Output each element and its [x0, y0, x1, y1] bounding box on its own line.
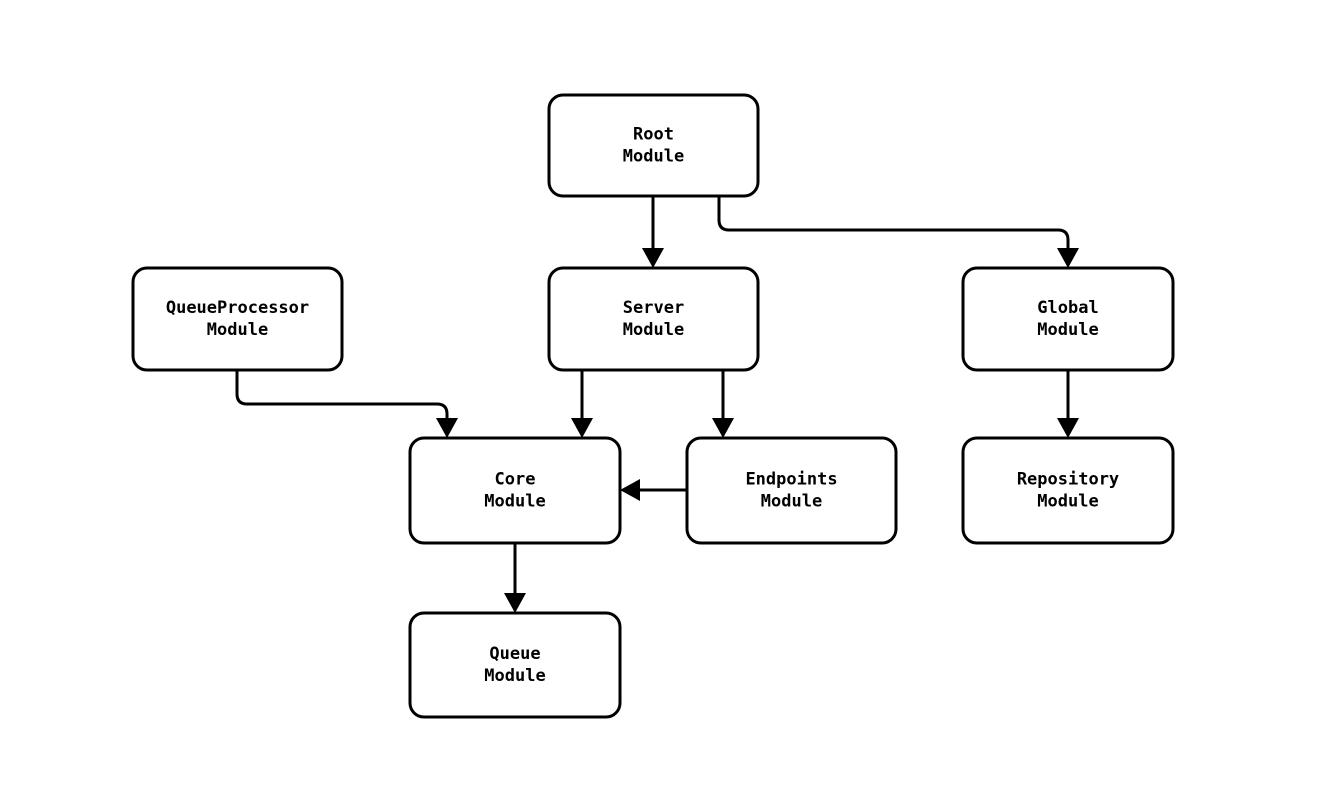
node-repository-module-label-line2: Module [1037, 492, 1098, 512]
node-server-module-box[interactable] [547, 266, 760, 372]
node-core-module[interactable]: Core Module [408, 436, 622, 545]
edges-layer [235, 196, 1070, 599]
node-core-module-label-line1: Core [495, 470, 536, 490]
node-queue-module-label-line1: Queue [489, 644, 540, 664]
node-root-module-box[interactable] [547, 93, 760, 198]
node-core-module-label-line2: Module [484, 492, 545, 512]
node-endpoints-module-label-line2: Module [761, 492, 822, 512]
node-queueprocessor-module-label-line1: QueueProcessor [166, 298, 309, 318]
node-queue-module-box[interactable] [408, 611, 622, 719]
arrowheads-layer [436, 248, 1079, 613]
node-root-module-label-line2: Module [623, 147, 684, 167]
node-server-module-label-line1: Server [623, 298, 684, 318]
node-endpoints-module-box[interactable] [685, 436, 898, 545]
arrowhead-root-to-server [642, 248, 664, 268]
arrowhead-server-to-endpoints [712, 418, 734, 438]
nodes-layer: Root Module QueueProcessor Module Server… [131, 93, 1175, 719]
arrowhead-server-to-core [571, 418, 593, 438]
node-global-module[interactable]: Global Module [961, 266, 1175, 372]
arrowhead-endpoints-to-core [620, 479, 640, 501]
edge-root-to-global [717, 196, 1070, 254]
node-repository-module-box[interactable] [961, 436, 1175, 545]
node-repository-module[interactable]: Repository Module [961, 436, 1175, 545]
node-queueprocessor-module-box[interactable] [131, 266, 344, 372]
edge-queueprocessor-to-core [235, 370, 449, 424]
node-queue-module[interactable]: Queue Module [408, 611, 622, 719]
arrowhead-root-to-global [1057, 248, 1079, 268]
arrowhead-queueprocessor-to-core [436, 418, 458, 438]
node-root-module-label-line1: Root [633, 125, 674, 145]
node-global-module-label-line1: Global [1037, 298, 1098, 318]
node-global-module-label-line2: Module [1037, 320, 1098, 340]
node-server-module[interactable]: Server Module [547, 266, 760, 372]
arrowhead-global-to-repository [1057, 418, 1079, 438]
node-queueprocessor-module[interactable]: QueueProcessor Module [131, 266, 344, 372]
node-global-module-box[interactable] [961, 266, 1175, 372]
arrowhead-core-to-queue [504, 593, 526, 613]
node-queueprocessor-module-label-line2: Module [207, 320, 268, 340]
node-endpoints-module-label-line1: Endpoints [745, 470, 837, 490]
node-core-module-box[interactable] [408, 436, 622, 545]
node-endpoints-module[interactable]: Endpoints Module [685, 436, 898, 545]
node-root-module[interactable]: Root Module [547, 93, 760, 198]
node-repository-module-label-line1: Repository [1017, 470, 1119, 490]
node-queue-module-label-line2: Module [484, 666, 545, 686]
node-server-module-label-line2: Module [623, 320, 684, 340]
